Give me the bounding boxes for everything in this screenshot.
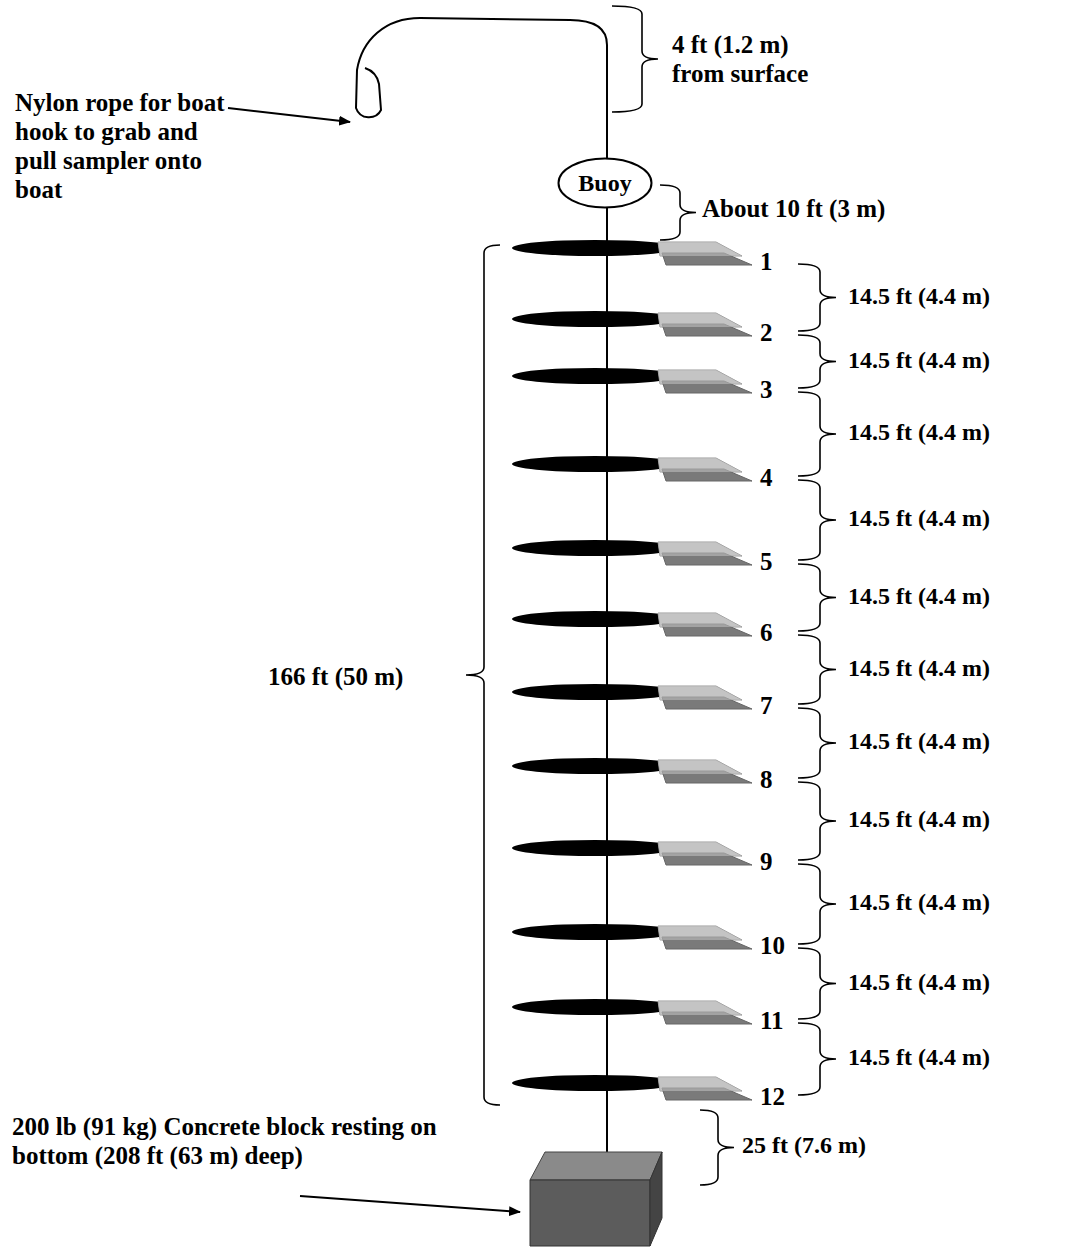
callout-number: 7 <box>760 691 773 720</box>
callout-number: 10 <box>760 931 785 960</box>
callout-number: 9 <box>760 847 773 876</box>
nylon-rope <box>356 18 607 165</box>
callout-number: 5 <box>760 547 773 576</box>
callout-number: 4 <box>760 463 773 492</box>
dimension-label: 25 ft (7.6 m) <box>742 1132 866 1160</box>
mooring-line <box>606 45 608 1165</box>
leader-arrow <box>300 1196 520 1212</box>
dimension-label: 14.5 ft (4.4 m) <box>848 347 990 375</box>
dimension-label: 166 ft (50 m) <box>268 662 403 691</box>
dimension-label: 14.5 ft (4.4 m) <box>848 505 990 533</box>
buoy-label: Buoy <box>578 170 631 196</box>
concrete-block <box>530 1152 662 1246</box>
dimension-label: 14.5 ft (4.4 m) <box>848 889 990 917</box>
callout-number: 6 <box>760 618 773 647</box>
dimension-label: 4 ft (1.2 m) from surface <box>672 30 847 88</box>
dimension-label: 14.5 ft (4.4 m) <box>848 583 990 611</box>
buoy-ellipse: Buoy <box>557 157 653 209</box>
dimension-label: 14.5 ft (4.4 m) <box>848 806 990 834</box>
dimension-label: 14.5 ft (4.4 m) <box>848 728 990 756</box>
callout-number: 2 <box>760 318 773 347</box>
note-label: Nylon rope for boat hook to grab and pul… <box>15 88 230 204</box>
note-label: 200 lb (91 kg) Concrete block resting on… <box>12 1112 437 1170</box>
dimension-label: 14.5 ft (4.4 m) <box>848 283 990 311</box>
callout-number: 11 <box>760 1006 784 1035</box>
dimension-label: 14.5 ft (4.4 m) <box>848 969 990 997</box>
dimension-braces <box>466 6 836 1185</box>
dimension-label: About 10 ft (3 m) <box>702 194 885 223</box>
dimension-label: 14.5 ft (4.4 m) <box>848 1044 990 1072</box>
leader-arrow <box>228 108 350 122</box>
dimension-label: 14.5 ft (4.4 m) <box>848 419 990 447</box>
sampler-bars <box>512 240 752 1100</box>
callout-number: 8 <box>760 765 773 794</box>
callout-number: 1 <box>760 247 773 276</box>
callout-number: 12 <box>760 1082 785 1111</box>
dimension-label: 14.5 ft (4.4 m) <box>848 655 990 683</box>
callout-number: 3 <box>760 375 773 404</box>
